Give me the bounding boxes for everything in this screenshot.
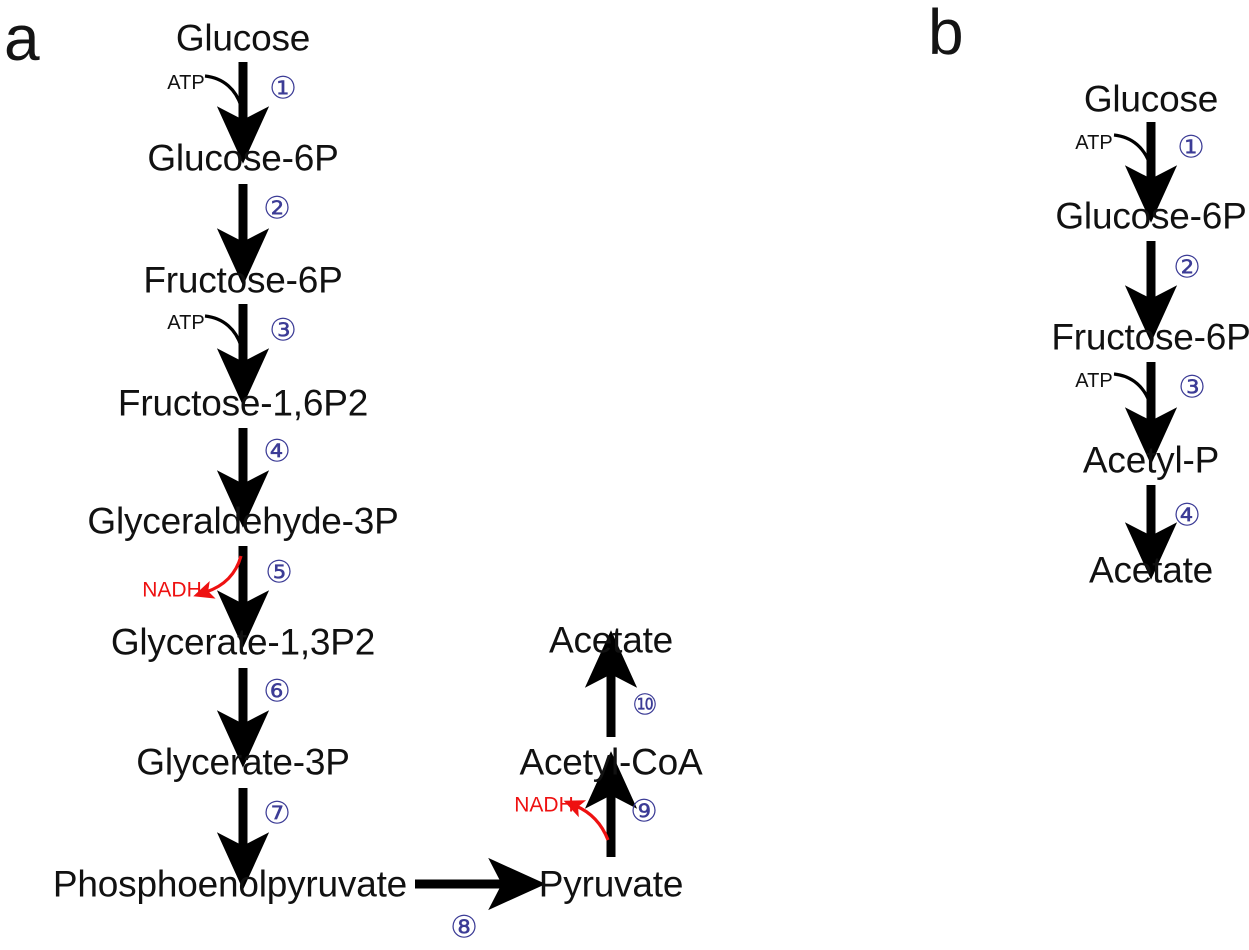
metabolite-fructose-6p: Fructose-6P xyxy=(143,259,343,301)
step-number-7: ⑦ xyxy=(263,795,291,832)
atp-curve-b-step3 xyxy=(1113,372,1152,405)
step-number-4: ④ xyxy=(263,433,291,470)
metabolite-glucose: Glucose xyxy=(175,17,311,59)
nadh-curve-step5 xyxy=(193,555,243,599)
step-number-9: ⑨ xyxy=(630,793,658,830)
metabolite-b-glucose: Glucose xyxy=(1083,78,1219,120)
step-number-b-2: ② xyxy=(1173,249,1201,286)
atp-curve-step3 xyxy=(204,314,243,347)
metabolite-acetyl-coa: Acetyl-CoA xyxy=(519,741,703,783)
metabolite-glyceraldehyde-3p: Glyceraldehyde-3P xyxy=(87,500,399,542)
cofactor-atp-step3: ATP xyxy=(167,312,205,334)
cofactor-nadh-step9: NADH xyxy=(514,793,574,817)
cofactor-b-atp-step1: ATP xyxy=(1075,132,1113,154)
metabolite-b-fructose-6p: Fructose-6P xyxy=(1051,316,1249,358)
step-number-5: ⑤ xyxy=(265,554,293,591)
step-number-8: ⑧ xyxy=(450,909,478,946)
atp-curve-b-step1 xyxy=(1113,133,1152,166)
metabolite-phosphoenolpyruvate: Phosphoenolpyruvate xyxy=(52,863,408,905)
metabolite-pyruvate: Pyruvate xyxy=(538,863,684,905)
cofactor-nadh-step5: NADH xyxy=(142,578,202,602)
metabolite-glycerate-3p: Glycerate-3P xyxy=(136,741,350,783)
step-number-3: ③ xyxy=(269,312,297,349)
step-number-2: ② xyxy=(263,190,291,227)
metabolite-b-acetyl-p: Acetyl-P xyxy=(1082,439,1220,481)
atp-curve-step1 xyxy=(204,74,243,107)
cofactor-b-atp-step3: ATP xyxy=(1075,370,1113,392)
panel-label-a: a xyxy=(4,2,40,74)
metabolite-b-glucose-6p: Glucose-6P xyxy=(1055,195,1247,237)
step-number-b-4: ④ xyxy=(1173,497,1201,534)
step-number-1: ① xyxy=(269,70,297,107)
step-number-b-1: ① xyxy=(1177,129,1205,166)
metabolite-b-acetate: Acetate xyxy=(1088,549,1214,591)
metabolite-glycerate-1-3p2: Glycerate-1,3P2 xyxy=(110,621,376,663)
metabolite-fructose-1-6p2: Fructose-1,6P2 xyxy=(117,382,369,424)
step-number-10: ⑩ xyxy=(632,687,658,722)
step-number-6: ⑥ xyxy=(263,673,291,710)
metabolite-glucose-6p: Glucose-6P xyxy=(147,137,339,179)
panel-label-b: b xyxy=(928,0,964,68)
nadh-curve-step9 xyxy=(563,800,610,841)
cofactor-atp-step1: ATP xyxy=(167,72,205,94)
step-number-b-3: ③ xyxy=(1178,369,1206,406)
metabolite-acetate: Acetate xyxy=(548,619,674,661)
